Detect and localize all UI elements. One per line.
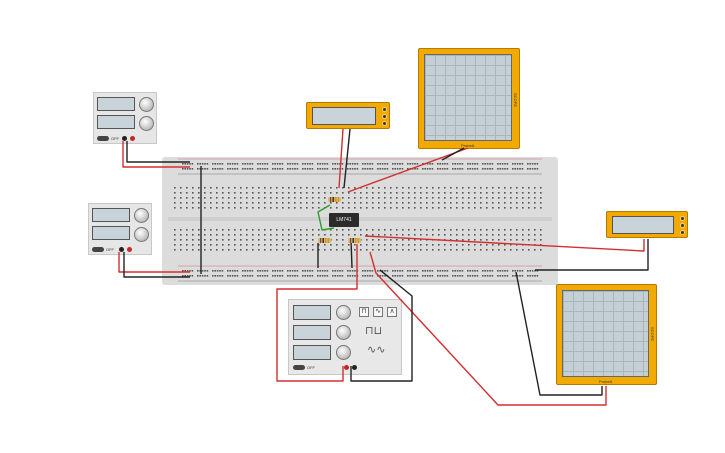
resistor-input[interactable] bbox=[318, 238, 331, 243]
wire-fgen-signal[interactable] bbox=[276, 244, 358, 382]
sine-wave-icon: ∿∿ bbox=[367, 343, 386, 356]
current-knob[interactable] bbox=[134, 227, 149, 242]
wire-supply-bottom-positive[interactable] bbox=[118, 252, 190, 273]
frequency-knob[interactable] bbox=[336, 305, 351, 320]
function-generator[interactable]: ⊓ ∿ ∧ ⊓⊔ ∿∿ OFF bbox=[288, 299, 402, 375]
wire-scope-top-probe[interactable] bbox=[347, 147, 469, 193]
mode-button[interactable] bbox=[382, 107, 387, 112]
switch-label: OFF bbox=[307, 365, 315, 370]
breadboard[interactable] bbox=[162, 157, 558, 285]
switch-label: OFF bbox=[106, 247, 114, 252]
scope-probe-label: ProbeA bbox=[599, 379, 613, 384]
power-switch[interactable] bbox=[97, 136, 109, 141]
multimeter-top[interactable] bbox=[306, 102, 390, 129]
mode-button[interactable] bbox=[680, 216, 685, 221]
wire-jumper-ic-2[interactable] bbox=[350, 239, 353, 269]
mode-button[interactable] bbox=[382, 121, 387, 126]
current-knob[interactable] bbox=[139, 116, 154, 131]
voltage-display bbox=[92, 208, 130, 222]
oscilloscope-bottom[interactable]: SCOPE ProbeA bbox=[556, 284, 657, 385]
positive-terminal[interactable] bbox=[130, 136, 135, 141]
resistor-ground[interactable] bbox=[348, 238, 361, 243]
triangle-wave-button[interactable]: ∧ bbox=[387, 307, 397, 317]
wire-supply-bottom-negative[interactable] bbox=[123, 252, 190, 278]
positive-terminal[interactable] bbox=[127, 247, 132, 252]
positive-terminal[interactable] bbox=[344, 365, 349, 370]
square-wave-button[interactable]: ⊓ bbox=[359, 307, 369, 317]
negative-terminal[interactable] bbox=[122, 136, 127, 141]
switch-label: OFF bbox=[111, 136, 119, 141]
breadboard-holes bbox=[168, 158, 552, 282]
oscilloscope-top[interactable]: SCOPE ProbeA bbox=[418, 48, 520, 149]
wire-supply-top-negative[interactable] bbox=[126, 141, 190, 163]
wire-meter-top-com[interactable] bbox=[343, 128, 351, 189]
multimeter-display bbox=[612, 216, 674, 234]
wire-scope-bottom-probe[interactable] bbox=[369, 251, 607, 406]
amplitude-knob[interactable] bbox=[336, 325, 351, 340]
square-wave-icon: ⊓⊔ bbox=[365, 324, 383, 337]
offset-display bbox=[293, 345, 331, 360]
voltage-knob[interactable] bbox=[134, 208, 149, 223]
wire-scope-bottom-ground[interactable] bbox=[515, 271, 603, 396]
wire-meter-right-v[interactable] bbox=[364, 235, 645, 252]
power-switch[interactable] bbox=[92, 247, 104, 252]
dc-power-supply-bottom[interactable]: OFF bbox=[88, 203, 152, 255]
current-display bbox=[97, 115, 135, 129]
current-display bbox=[92, 226, 130, 240]
negative-terminal[interactable] bbox=[352, 365, 357, 370]
wire-fgen-ground[interactable] bbox=[350, 269, 413, 382]
mode-button[interactable] bbox=[680, 223, 685, 228]
wire-scope-top-ground[interactable] bbox=[441, 147, 465, 161]
wire-feedback[interactable] bbox=[317, 204, 335, 231]
wire-meter-right-com[interactable] bbox=[535, 239, 649, 271]
resistor-feedback[interactable] bbox=[328, 197, 341, 202]
wire-meter-top-v[interactable] bbox=[338, 128, 344, 189]
voltage-display bbox=[97, 97, 135, 111]
voltage-knob[interactable] bbox=[139, 97, 154, 112]
negative-terminal[interactable] bbox=[119, 247, 124, 252]
op-amp-ic[interactable]: LM741 bbox=[329, 213, 359, 227]
scope-probe-label: ProbeA bbox=[461, 143, 475, 148]
scope-side-label: SCOPE bbox=[650, 327, 655, 342]
offset-knob[interactable] bbox=[336, 345, 351, 360]
mode-button[interactable] bbox=[382, 114, 387, 119]
oscilloscope-screen bbox=[562, 290, 649, 377]
amplitude-display bbox=[293, 325, 331, 340]
wire-supply-top-positive[interactable] bbox=[122, 141, 190, 168]
power-switch[interactable] bbox=[293, 365, 305, 370]
scope-side-label: SCOPE bbox=[513, 93, 518, 108]
mode-button[interactable] bbox=[680, 230, 685, 235]
multimeter-display bbox=[312, 107, 376, 125]
sine-wave-button[interactable]: ∿ bbox=[373, 307, 383, 317]
dc-power-supply-top[interactable]: OFF bbox=[93, 92, 157, 144]
frequency-display bbox=[293, 305, 331, 320]
multimeter-right[interactable] bbox=[606, 211, 688, 238]
oscilloscope-screen bbox=[424, 54, 512, 141]
